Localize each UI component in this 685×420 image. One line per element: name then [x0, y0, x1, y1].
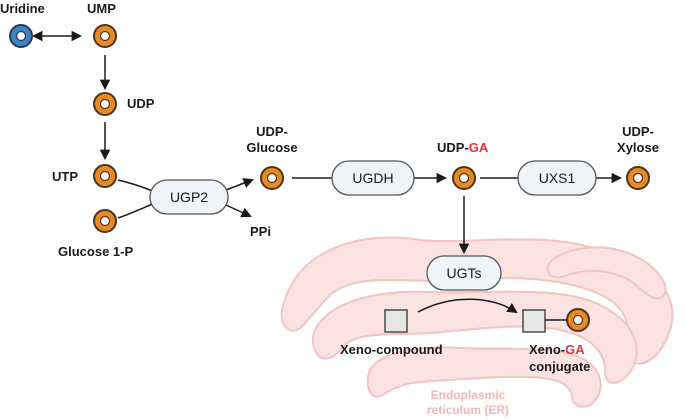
- er-top-arc: [546, 246, 667, 300]
- node-udp: [93, 92, 117, 116]
- arrow-ugp2-udpglucose: [225, 178, 254, 191]
- label-udp-xylose-line1: UDP-: [622, 124, 654, 139]
- node-udp-glucose: [260, 166, 284, 190]
- label-xeno-ga: Xeno-GA: [529, 342, 585, 357]
- enzyme-ugts-label: UGTs: [447, 265, 482, 281]
- label-uridine: Uridine: [0, 1, 45, 16]
- node-xeno-compound: [384, 309, 408, 333]
- arrow-xeno-conjugation: [417, 298, 518, 314]
- enzyme-ugp2-label: UGP2: [170, 189, 208, 205]
- label-udp-ga: UDP-GA: [437, 140, 489, 155]
- label-ump: UMP: [87, 1, 116, 16]
- node-xeno-conjugate-ga: [566, 308, 590, 332]
- node-glucose1p: [93, 209, 117, 233]
- label-xeno-ga-prefix: Xeno-: [529, 342, 565, 357]
- enzyme-ugp2: UGP2: [149, 179, 229, 215]
- label-udp-glucose-line2: Glucose: [246, 140, 297, 155]
- enzyme-uxs1: UXS1: [517, 160, 597, 196]
- node-xeno-conjugate-square: [522, 309, 546, 333]
- label-udp: UDP: [127, 96, 155, 111]
- label-udp-ga-suffix: GA: [469, 140, 489, 155]
- label-glucose1p: Glucose 1-P: [58, 244, 133, 259]
- enzyme-ugdh-label: UGDH: [352, 170, 393, 186]
- label-er-line2: reticulum (ER): [427, 403, 509, 417]
- label-udp-xylose-line2: Xylose: [617, 140, 659, 155]
- node-udp-ga: [452, 166, 476, 190]
- arrow-ugp2-ppi: [225, 204, 252, 218]
- label-ppi: PPi: [250, 224, 271, 239]
- label-xeno-ga-suffix: GA: [565, 342, 585, 357]
- enzyme-ugdh: UGDH: [331, 160, 415, 196]
- label-utp: UTP: [52, 169, 78, 184]
- label-xeno-conjugate: conjugate: [529, 359, 590, 374]
- enzyme-uxs1-label: UXS1: [539, 170, 576, 186]
- node-uridine: [9, 24, 33, 48]
- reaction-arrows: [31, 30, 623, 321]
- node-ump: [93, 24, 117, 48]
- line-glucose1p-ugp2: [117, 202, 156, 219]
- label-udp-ga-prefix: UDP-: [437, 140, 469, 155]
- er-cisterna-inner: [366, 346, 602, 408]
- node-udp-xylose: [626, 166, 650, 190]
- enzyme-ugts: UGTs: [426, 255, 502, 291]
- label-udp-glucose-line1: UDP-: [256, 124, 288, 139]
- node-utp: [93, 164, 117, 188]
- label-er-line1: Endoplasmic: [431, 388, 506, 402]
- line-utp-ugp2: [117, 179, 156, 193]
- label-xeno-compound: Xeno-compound: [340, 342, 443, 357]
